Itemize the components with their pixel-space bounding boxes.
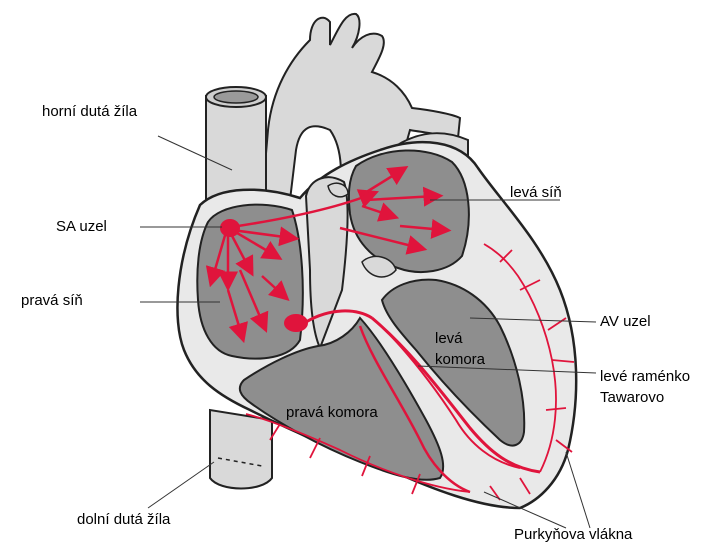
label-prava-sin: pravá síň <box>21 292 83 310</box>
label-leva-sin: levá síň <box>510 184 562 202</box>
label-sa-uzel: SA uzel <box>56 218 107 236</box>
label-horni-duta-zila: horní dutá žíla <box>42 103 137 121</box>
label-av-uzel: AV uzel <box>600 313 651 331</box>
av-node-marker <box>284 314 308 332</box>
leader-purkynova-2 <box>566 452 590 528</box>
label-leva-komora: levá komora <box>435 328 485 370</box>
label-prava-komora: pravá komora <box>286 404 378 422</box>
leader-dolni-duta-zila <box>148 462 214 508</box>
label-leve-ramenko-tawarovo: levé raménko Tawarovo <box>600 366 690 408</box>
label-dolni-duta-zila: dolní dutá žíla <box>77 511 170 529</box>
inferior-vena-cava <box>210 410 272 489</box>
right-atrium-chamber <box>197 205 303 359</box>
label-purkynova-vlakna: Purkyňova vlákna <box>514 526 632 544</box>
